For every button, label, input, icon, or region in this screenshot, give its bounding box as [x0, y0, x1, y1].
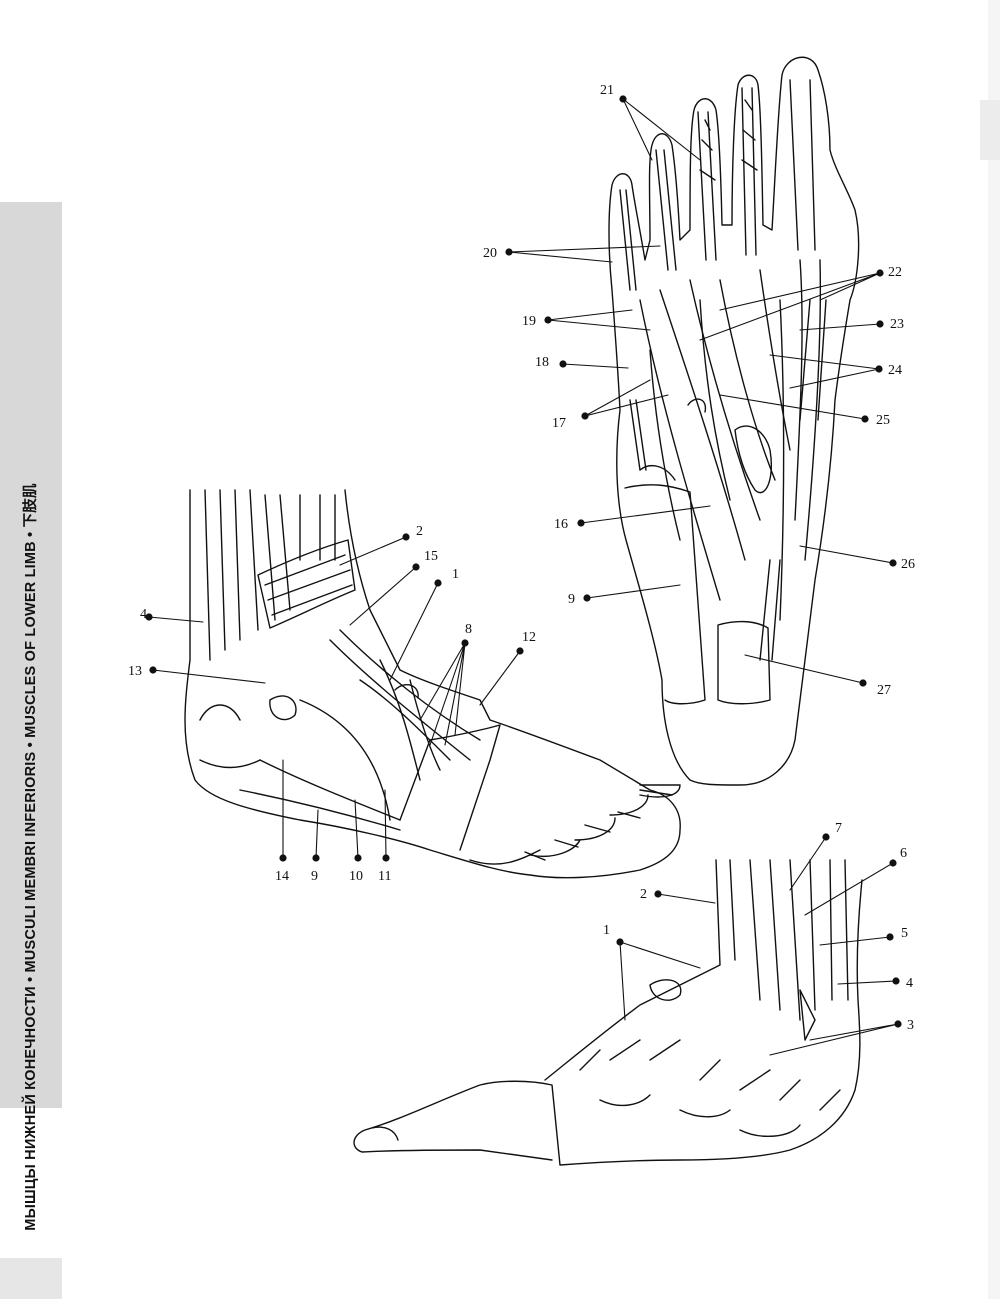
label-10: 10: [349, 869, 363, 884]
label-1-medial: 1: [452, 567, 459, 582]
label-27: 27: [877, 683, 891, 698]
label-3: 3: [907, 1018, 914, 1033]
label-7: 7: [835, 821, 842, 836]
label-26: 26: [901, 557, 915, 572]
leader-lines: [148, 98, 899, 1056]
label-15: 15: [424, 549, 438, 564]
marker-dot: [616, 938, 624, 946]
marker-dot: [402, 533, 410, 541]
marker-dot: [876, 269, 884, 277]
label-9-medial: 9: [311, 869, 318, 884]
page-edge: [988, 0, 1000, 1299]
lateral-foot-figure: [353, 859, 863, 1166]
label-4-medial: 4: [140, 607, 147, 622]
medial-foot-figure: [184, 489, 681, 879]
label-6: 6: [900, 846, 907, 861]
marker-dot: [822, 833, 830, 841]
label-20: 20: [483, 246, 497, 261]
label-17: 17: [552, 416, 566, 431]
label-12: 12: [522, 630, 536, 645]
label-14: 14: [275, 869, 289, 884]
label-9-plantar: 9: [568, 592, 575, 607]
marker-dot: [312, 854, 320, 862]
marker-dot: [875, 365, 883, 373]
label-21: 21: [600, 83, 614, 98]
marker-dot: [412, 563, 420, 571]
marker-dot: [892, 977, 900, 985]
label-markers: 21 20 19 18 17 16 9 22 23 24 25 26 27 2 …: [128, 83, 915, 1033]
label-4-lateral: 4: [906, 976, 913, 991]
label-22: 22: [888, 265, 902, 280]
label-25: 25: [876, 413, 890, 428]
marker-dot: [544, 316, 552, 324]
plantar-foot-figure: [608, 56, 860, 786]
label-2-medial: 2: [416, 524, 423, 539]
label-8: 8: [465, 622, 472, 637]
label-2-lateral: 2: [640, 887, 647, 902]
label-11: 11: [378, 869, 391, 884]
marker-dot: [382, 854, 390, 862]
marker-dot: [859, 679, 867, 687]
marker-dot: [516, 647, 524, 655]
marker-dot: [876, 320, 884, 328]
label-24: 24: [888, 363, 902, 378]
marker-dot: [654, 890, 662, 898]
marker-dot: [889, 859, 897, 867]
label-23: 23: [890, 317, 904, 332]
marker-dot: [279, 854, 287, 862]
marker-dot: [354, 854, 362, 862]
marker-dot: [149, 666, 157, 674]
label-18: 18: [535, 355, 549, 370]
marker-dot: [894, 1020, 902, 1028]
marker-dot: [145, 613, 153, 621]
marker-dot: [505, 248, 513, 256]
label-16: 16: [554, 517, 568, 532]
page-tab: [980, 100, 1000, 160]
marker-dot: [889, 559, 897, 567]
marker-dot: [583, 594, 591, 602]
sidebar-band: МЫШЦЫ НИЖНЕЙ КОНЕЧНОСТИ • MUSCULI MEMBRI…: [0, 202, 62, 1231]
marker-dot: [581, 412, 589, 420]
marker-dot: [619, 95, 627, 103]
marker-dot: [861, 415, 869, 423]
label-19: 19: [522, 314, 536, 329]
marker-dot: [559, 360, 567, 368]
page-corner: [0, 1258, 62, 1299]
label-1-lateral: 1: [603, 923, 610, 938]
marker-dot: [461, 639, 469, 647]
marker-dot: [434, 579, 442, 587]
marker-dot: [577, 519, 585, 527]
marker-dot: [886, 933, 894, 941]
label-5: 5: [901, 926, 908, 941]
label-13: 13: [128, 664, 142, 679]
